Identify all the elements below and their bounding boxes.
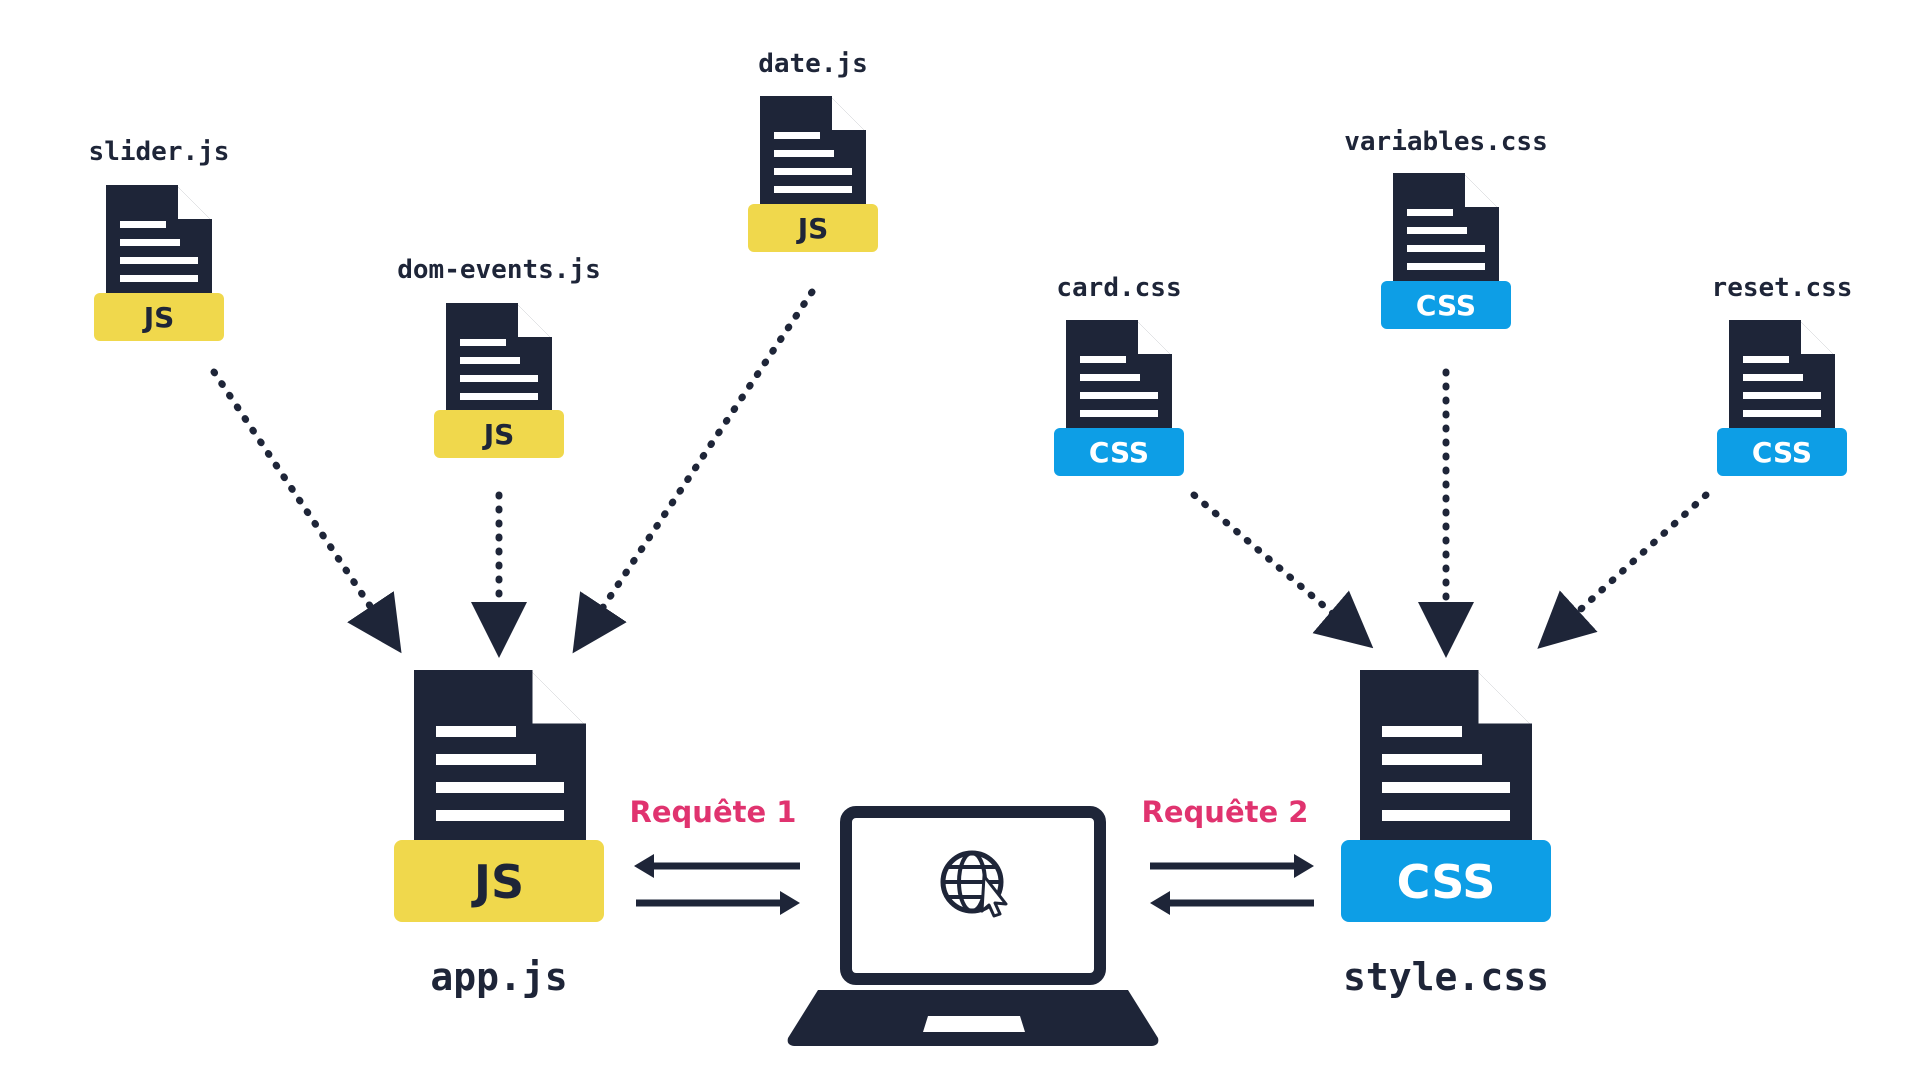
js-source-date: date.js JS bbox=[748, 49, 878, 252]
css-badge: CSS bbox=[1054, 428, 1184, 476]
js-badge: JS bbox=[394, 840, 604, 922]
css-badge: CSS bbox=[1717, 428, 1847, 476]
css-source-filename: card.css bbox=[1056, 273, 1181, 303]
css-source-reset: reset.css CSS bbox=[1712, 273, 1853, 476]
css-bundle-badge-label: CSS bbox=[1397, 855, 1496, 909]
js-source-filename: dom-events.js bbox=[397, 255, 601, 285]
js-badge-label: JS bbox=[142, 301, 175, 334]
arrow-left-icon bbox=[1150, 891, 1314, 915]
js-badge-label: JS bbox=[482, 418, 515, 451]
document-icon bbox=[1729, 320, 1835, 428]
css-bundle: CSS style.css bbox=[1341, 670, 1551, 999]
document-icon bbox=[1360, 670, 1532, 850]
arrow-right-icon bbox=[1150, 854, 1314, 878]
request-label: Requête 1 bbox=[630, 795, 797, 829]
dotted-arrow bbox=[1537, 491, 1710, 649]
js-badge: JS bbox=[94, 293, 224, 341]
dotted-arrow bbox=[572, 288, 816, 654]
request-left: Requête 1 bbox=[630, 795, 800, 915]
css-source-card: card.css CSS bbox=[1054, 273, 1184, 476]
js-badge: JS bbox=[434, 410, 564, 458]
css-source-filename: variables.css bbox=[1344, 127, 1548, 157]
arrow-left-icon bbox=[634, 854, 800, 878]
css-bundle-filename: style.css bbox=[1343, 955, 1549, 999]
laptop-icon bbox=[787, 806, 1159, 1046]
bundle-arrows bbox=[210, 288, 1710, 658]
dotted-arrow bbox=[210, 368, 402, 654]
js-source-slider: slider.js JS bbox=[89, 137, 230, 341]
globe-cursor-icon bbox=[940, 850, 1008, 918]
js-badge: JS bbox=[748, 204, 878, 252]
js-source-filename: date.js bbox=[758, 49, 868, 79]
document-icon bbox=[106, 185, 212, 293]
js-bundle-filename: app.js bbox=[430, 955, 567, 999]
css-badge: CSS bbox=[1381, 281, 1511, 329]
js-badge-label: JS bbox=[796, 212, 829, 245]
js-bundle-badge-label: JS bbox=[471, 855, 524, 909]
document-icon bbox=[1066, 320, 1172, 428]
document-icon bbox=[414, 670, 586, 850]
css-badge-label: CSS bbox=[1416, 289, 1476, 322]
dotted-arrow bbox=[1190, 491, 1374, 649]
css-badge-label: CSS bbox=[1089, 436, 1149, 469]
css-badge-label: CSS bbox=[1752, 436, 1812, 469]
js-bundle: JS app.js bbox=[394, 670, 604, 999]
arrow-right-icon bbox=[636, 891, 800, 915]
js-source-filename: slider.js bbox=[89, 137, 230, 167]
css-source-filename: reset.css bbox=[1712, 273, 1853, 303]
document-icon bbox=[760, 96, 866, 204]
css-badge: CSS bbox=[1341, 840, 1551, 922]
document-icon bbox=[1393, 173, 1499, 281]
document-icon bbox=[446, 303, 552, 411]
request-label: Requête 2 bbox=[1142, 795, 1309, 829]
js-source-dom-events: dom-events.js JS bbox=[397, 255, 601, 458]
css-source-variables: variables.css CSS bbox=[1344, 127, 1548, 329]
request-right: Requête 2 bbox=[1142, 795, 1314, 915]
